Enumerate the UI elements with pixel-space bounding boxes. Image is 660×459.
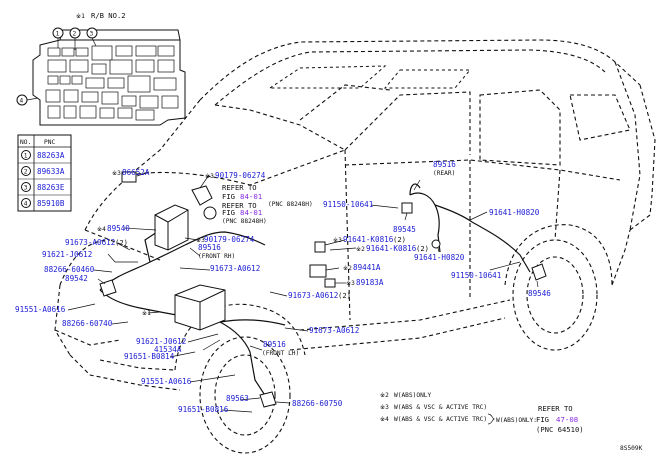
- wiring-harness: [99, 183, 531, 401]
- svg-text:3: 3: [90, 31, 94, 38]
- part-89545-link[interactable]: 89545: [393, 225, 416, 234]
- svg-text:※4: ※4: [97, 226, 106, 233]
- pnc-b-note: (PNC 88248H): [222, 218, 267, 225]
- legend-refer-to: REFER TO: [538, 404, 573, 413]
- pnc-row-4-no: 4: [24, 201, 28, 208]
- part-91673-A0612-top-qty: (2): [115, 238, 128, 247]
- part-89516-front-lh-link[interactable]: 89516: [263, 340, 286, 349]
- part-91673-A0612-low-link[interactable]: 91673-A0612: [309, 326, 359, 335]
- part-91551-A0616-top-link[interactable]: 91551-A0616: [15, 305, 66, 314]
- part-89516-front-rh-link[interactable]: 89516: [198, 243, 221, 252]
- pnc-row-4-link[interactable]: 85910B: [37, 199, 65, 208]
- legend-text-3: W(ABS & VSC & ACTIVE TRC): [394, 404, 487, 411]
- part-89546-link[interactable]: 89546: [528, 289, 551, 298]
- pnc-row-3-link[interactable]: 88263E: [37, 183, 65, 192]
- components: [99, 171, 547, 408]
- part-91641-K0816-a-qty: (2): [393, 235, 406, 244]
- part-91641-H0820-b-link[interactable]: 91641-H0820: [414, 253, 465, 262]
- legend-text-2: W(ABS)ONLY: [394, 392, 432, 399]
- svg-text:4: 4: [20, 98, 24, 105]
- pnc-row-2-no: 2: [24, 169, 28, 176]
- pnc-row-3-no: 3: [24, 185, 28, 192]
- part-91673-A0612-right-qty: (2): [338, 291, 351, 300]
- legend-mark-2: ※2: [380, 392, 389, 399]
- fig-84-01-a-link[interactable]: 84-01: [240, 192, 262, 201]
- part-89516-rear-link[interactable]: 89516: [433, 160, 456, 169]
- part-91641-H0820-a-link[interactable]: 91641-H0820: [489, 208, 540, 217]
- figure-code: 8S509K: [620, 445, 643, 452]
- part-91651-B0814-link[interactable]: 91651-B0814: [124, 352, 175, 361]
- part-91641-K0816-b-link[interactable]: 91641-K0816: [366, 244, 417, 253]
- part-91673-A0612-mid-link[interactable]: 91673-A0612: [210, 264, 260, 273]
- legend-mark-3: ※3: [380, 404, 389, 411]
- legend-fig-prefix: FIG: [536, 415, 549, 424]
- pnc-a-note: (PNC 88248H): [268, 201, 313, 208]
- part-88266-60460-link[interactable]: 88266-60460: [44, 265, 95, 274]
- svg-text:1: 1: [56, 31, 60, 38]
- part-41534A-link[interactable]: 41534A: [154, 345, 182, 354]
- pnc-row-1-no: 1: [24, 153, 28, 160]
- part-91150-10641-bottom-link[interactable]: 91150-10641: [451, 271, 502, 280]
- svg-text:※2: ※2: [343, 265, 352, 272]
- svg-text:※3: ※3: [112, 170, 121, 177]
- part-91641-K0816-b-qty: (2): [416, 244, 429, 253]
- svg-text:※3: ※3: [196, 237, 205, 244]
- part-91673-A0612-top-link[interactable]: 91673-A0612: [65, 238, 115, 247]
- svg-text:※1: ※1: [142, 310, 151, 317]
- legend-pnc: (PNC 64510): [536, 425, 584, 434]
- part-90179-06274-bottom-link[interactable]: 90179-06274: [204, 235, 255, 244]
- part-90179-06274-top-link[interactable]: 90179-06274: [215, 171, 266, 180]
- pnc-row-1-link[interactable]: 88263A: [37, 151, 65, 160]
- front-lh-note: (FRONT LH): [262, 350, 299, 357]
- vehicle-outline: [54, 39, 656, 454]
- fig-a-prefix: FIG: [222, 192, 235, 201]
- fig-84-01-b-link[interactable]: 84-01: [240, 208, 262, 217]
- part-89183A-link[interactable]: 89183A: [356, 278, 384, 287]
- rear-note: (REAR): [433, 170, 455, 177]
- part-89441A-link[interactable]: 89441A: [353, 263, 381, 272]
- pnc-row-2-link[interactable]: 89633A: [37, 167, 65, 176]
- part-89542-link[interactable]: 89542: [65, 274, 88, 283]
- svg-text:※3: ※3: [205, 173, 214, 180]
- legend-abs-only: W(ABS)ONLY:: [496, 417, 537, 424]
- part-88266-60750-link[interactable]: 88266-60750: [292, 399, 343, 408]
- refer-to-b: REFER TO: [222, 201, 257, 210]
- legend-mark-4: ※4: [380, 416, 389, 423]
- relay-block-callout: ※1: [76, 13, 85, 20]
- svg-text:2: 2: [73, 31, 77, 38]
- svg-text:※3: ※3: [346, 280, 355, 287]
- relay-block-drawing: ※1 R/B NO.2 1 2 3 4: [16, 11, 186, 126]
- part-86652A-link[interactable]: 86652A: [122, 168, 150, 177]
- pnc-table-header-pnc: PNC: [44, 139, 55, 146]
- part-88266-60740-link[interactable]: 88266-60740: [62, 319, 113, 328]
- front-rh-note: (FRONT RH): [198, 253, 235, 260]
- part-91150-10641-top-link[interactable]: 91150-10641: [323, 200, 374, 209]
- refer-to-a: REFER TO: [222, 183, 257, 192]
- fig-47-08-link[interactable]: 47-08: [556, 415, 578, 424]
- svg-text:※2: ※2: [356, 246, 365, 253]
- fig-b-prefix: FIG: [222, 208, 235, 217]
- part-91551-A0616-bottom-link[interactable]: 91551-A0616: [141, 377, 192, 386]
- pnc-table-header-no: NO.: [20, 139, 31, 146]
- legend-text-4: W(ABS & VSC & ACTIVE TRC): [394, 416, 487, 423]
- part-labels: ※3 86652A ※3 90179-06274 REFER TO FIG 84…: [15, 160, 551, 414]
- leader-lines: [67, 171, 539, 413]
- part-91621-J0612-bottom-link[interactable]: 91621-J0612: [136, 337, 186, 346]
- part-91651-B0816-link[interactable]: 91651-B0816: [178, 405, 229, 414]
- part-89540-link[interactable]: 89540: [107, 224, 130, 233]
- relay-block-markers: 1 2 3 4: [16, 27, 98, 106]
- part-89563-link[interactable]: 89563: [226, 394, 249, 403]
- part-91641-K0816-a-link[interactable]: 91641-K0816: [343, 235, 394, 244]
- part-91673-A0612-right-link[interactable]: 91673-A0612: [288, 291, 338, 300]
- legend: ※2 W(ABS)ONLY ※3 W(ABS & VSC & ACTIVE TR…: [380, 392, 584, 434]
- svg-text:※3: ※3: [333, 237, 342, 244]
- part-91621-J0612-top-link[interactable]: 91621-J0612: [42, 250, 92, 259]
- pnc-table: NO. PNC 1 88263A 2 89633A 3 88263E 4 859…: [17, 134, 72, 212]
- relay-block-cells: [45, 45, 179, 121]
- relay-block-title: R/B NO.2: [91, 11, 126, 20]
